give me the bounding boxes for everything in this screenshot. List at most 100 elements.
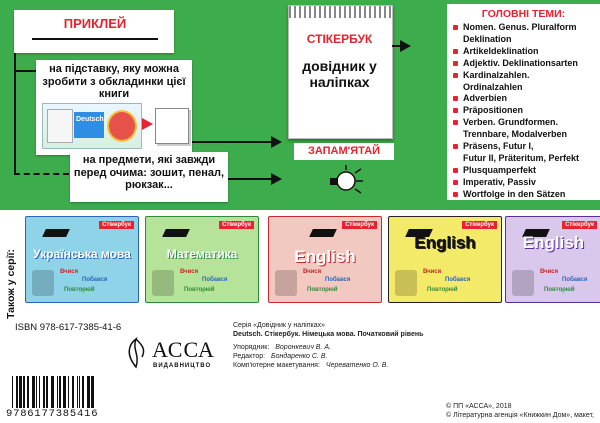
cover-tag: Стікербук (99, 221, 134, 229)
topics-arrow-line (392, 45, 401, 47)
connector-bottom-vert (14, 150, 16, 174)
stand-card-icon (155, 108, 189, 144)
arrow-line-upper (192, 141, 272, 143)
cover-illustration (395, 270, 417, 296)
stand-text: на підставку, яку можна зробити з обклад… (42, 63, 186, 101)
connector-bottom-branch (14, 173, 69, 175)
barcode (10, 376, 110, 408)
topic-text: Artikeldeklination (463, 45, 539, 56)
cover-illustration (32, 270, 54, 296)
cover-word: Побався (202, 277, 228, 283)
topic-item: Kardinalzahlen. (453, 70, 600, 82)
topic-item: Adjektiv. Deklinationsarten (453, 58, 600, 70)
info-compiler: Упорядник: Воронкевич В. А. (233, 344, 331, 351)
topic-text: Wortfolge in den Sätzen (463, 188, 566, 199)
lightbulb-icon (322, 164, 366, 200)
compiler-label: Упорядник: (233, 344, 270, 351)
cover-word: Повторюй (64, 287, 95, 293)
publisher-name: АССА (152, 337, 215, 362)
barcode-bar (68, 376, 69, 408)
mortarboard-icon (162, 229, 190, 237)
cover-word: Вчися (60, 269, 79, 275)
topic-text: Plusquamperfekt (463, 164, 537, 175)
connector-top-branch (14, 70, 36, 72)
barcode-bar (77, 376, 78, 408)
topic-text: Imperativ, Passiv (463, 176, 536, 187)
apply-underline (32, 38, 158, 40)
topic-item: Plusquamperfekt (453, 165, 600, 177)
topic-item: Präsens, Futur I, (453, 141, 600, 153)
info-series: Серія «Довідник у наліпках» (233, 322, 326, 329)
cover-title: Українська мова (33, 247, 131, 261)
topic-item: Präpositionen (453, 105, 600, 117)
cover-title: English (414, 233, 476, 252)
book-stand-image: Deutsch (42, 103, 142, 149)
topic-item: Verben. Grundformen. (453, 117, 600, 129)
cover-title: English (522, 233, 585, 252)
info-editor: Редактор: Бондаренко С. В. (233, 353, 327, 360)
topic-bullet-icon (453, 144, 458, 150)
topic-bullet-icon (453, 179, 458, 185)
barcode-bar (39, 376, 40, 408)
info-layout: Комп'ютерне макетування: Череватенко О. … (233, 362, 388, 369)
topic-text: Deklination (463, 33, 512, 44)
cover-tag: Стікербук (562, 221, 597, 229)
editor-label: Редактор: (233, 353, 266, 360)
cover-tag: Стікербук (462, 221, 497, 229)
cover-word: Повторюй (544, 287, 575, 293)
cover-word: Побався (445, 277, 471, 283)
publisher-sub: ВИДАВНИЦТВО (153, 363, 212, 369)
copyright-2: © Літературна агенція «Книжкин Дом», мак… (446, 412, 594, 419)
topic-text: Futur II, Präteritum, Perfekt (463, 152, 580, 163)
series-side-label: Також у серії: (5, 215, 19, 320)
topic-text: Adjektiv. Deklinationsarten (463, 57, 578, 68)
cover-word: Вчися (540, 269, 559, 275)
topic-bullet-icon (453, 167, 458, 173)
cover-word: Побався (562, 277, 588, 283)
barcode-bar (72, 376, 74, 408)
stickerbook-title: довідник у наліпках (302, 58, 377, 91)
cover-illustration (275, 270, 297, 296)
topic-bullet-icon (453, 72, 458, 78)
topic-item: Nomen. Genus. Pluralform (453, 22, 600, 34)
barcode-bar (16, 376, 18, 408)
topic-text: Kardinalzahlen. (463, 69, 530, 80)
barcode-bar (27, 376, 29, 408)
topic-bullet-icon (453, 191, 458, 197)
barcode-bar (57, 376, 58, 408)
topic-text: Nomen. Genus. Pluralform (463, 22, 577, 32)
mortarboard-icon (42, 229, 70, 237)
topic-item: Trennbare, Modalverben (453, 129, 600, 141)
cover-tag: Стікербук (219, 221, 254, 229)
topic-bullet-icon (453, 60, 458, 66)
stickerbook-stand (288, 5, 393, 139)
barcode-bar (23, 376, 25, 408)
topic-text: Verben. Grundformen. (463, 117, 559, 128)
cover-tag: Стікербук (342, 221, 377, 229)
stickerbook-label: СТІКЕРБУК (306, 32, 373, 46)
barcode-digits: 9786177385416 (6, 408, 99, 420)
copyright-1: © ПП «АССА», 2018 (446, 403, 512, 410)
cover-illustration (512, 270, 534, 296)
barcode-bar (19, 376, 22, 408)
mortarboard-icon (309, 229, 337, 237)
topic-bullet-icon (453, 48, 458, 54)
barcode-bar (32, 376, 35, 408)
barcode-bar (82, 376, 84, 408)
series-side-text: Також у серії: (5, 249, 17, 319)
arrow-head-upper (271, 136, 282, 148)
cover-word: Повторюй (184, 287, 215, 293)
connector-vertical (14, 53, 16, 151)
publisher-logo: АССА ВИДАВНИЦТВО (120, 335, 220, 375)
barcode-bar (91, 376, 94, 408)
arrow-head-lower (271, 173, 282, 185)
barcode-bar (87, 376, 90, 408)
topic-text: Präsens, Futur I, (463, 141, 534, 152)
topic-text: Trennbare, Modalverben (463, 129, 568, 140)
cover-word: Вчися (303, 269, 322, 275)
